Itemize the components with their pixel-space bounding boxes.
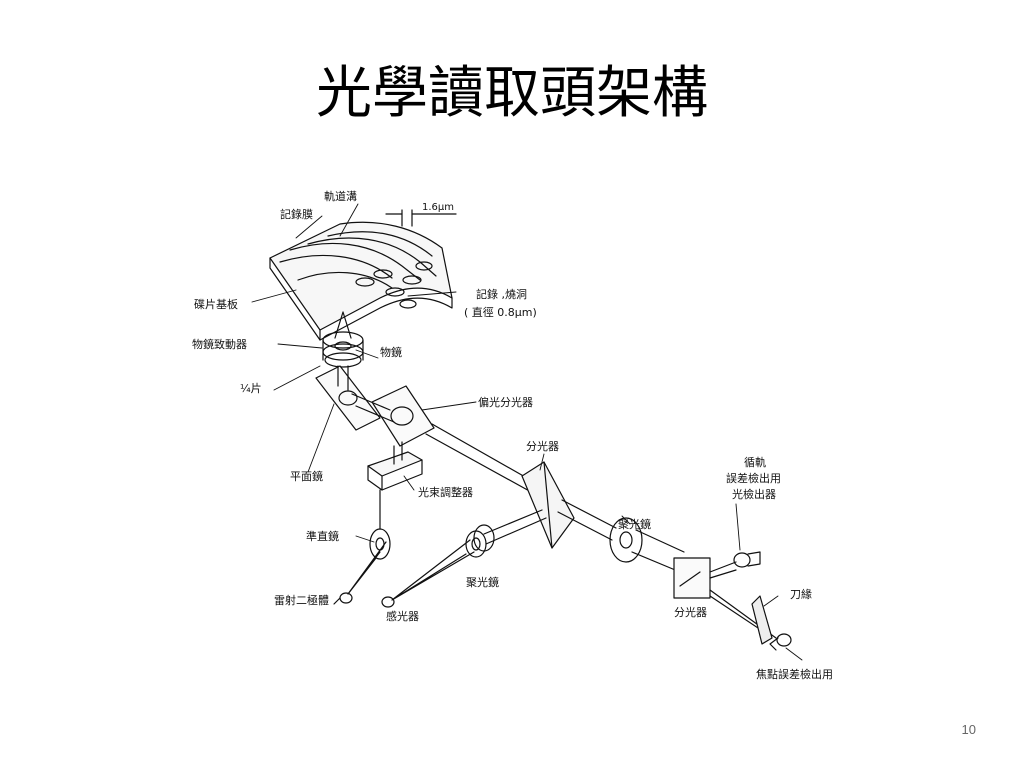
condenser-lens-right-shape: [609, 517, 643, 563]
beam-splitter-shape: [521, 461, 575, 549]
label-collimator-lens: 準直鏡: [306, 529, 339, 543]
label-condenser-lens-right: 聚光鏡: [618, 517, 651, 531]
condenser-lens-mid-shape: [465, 524, 495, 558]
label-objective-lens: 物鏡: [380, 345, 402, 359]
photodetector-shape: [381, 539, 475, 608]
label-beam-splitter: 分光器: [526, 439, 559, 453]
focus-detector-shape: [769, 633, 792, 651]
label-knife-edge: 刀緣: [790, 588, 812, 601]
label-tracking-line-3: 光檢出器: [732, 487, 776, 501]
diagram-svg: 記錄膜 軌道溝 1.6μm 碟片基板 記錄 ,燒洞 ( 直徑 0.8μm) 物鏡…: [192, 189, 833, 681]
label-flat-mirror: 平面鏡: [290, 469, 323, 483]
label-disc-substrate: 碟片基板: [194, 297, 238, 311]
label-beam-shaper: 光束調整器: [418, 485, 473, 499]
label-tracking-line-2: 誤差檢出用: [726, 471, 781, 485]
label-pit: 記錄 ,燒洞: [476, 287, 527, 301]
label-polarizing-beam-splitter: 偏光分光器: [478, 395, 533, 409]
beam-shaper-shape: [367, 441, 423, 491]
label-objective-actuator: 物鏡致動器: [192, 337, 247, 351]
tracking-detector-shape: [733, 551, 761, 568]
page-number: 10: [961, 722, 976, 737]
slide-title: 光學讀取頭架構: [316, 61, 708, 126]
label-condenser-lens-mid: 聚光鏡: [466, 575, 499, 589]
label-photodetector: 感光器: [386, 609, 419, 623]
flat-mirror-shape: [315, 365, 381, 431]
collimator-lens-shape: [369, 489, 391, 560]
track-pitch-dimension: [385, 209, 457, 227]
leader-lines: [251, 203, 803, 661]
optical-pickup-diagram: 記錄膜 軌道溝 1.6μm 碟片基板 記錄 ,燒洞 ( 直徑 0.8μm) 物鏡…: [180, 180, 860, 690]
label-laser-diode: 雷射二極體: [274, 593, 329, 607]
label-quarter-wave-plate: ¼片: [240, 382, 262, 395]
label-track-groove: 軌道溝: [324, 189, 357, 203]
label-recording-layer: 記錄膜: [280, 207, 313, 221]
label-splitter-box: 分光器: [674, 605, 707, 619]
splitter-box-shape: [673, 557, 711, 599]
label-tracking-line-1: 循軌: [744, 455, 766, 469]
polarizing-beam-splitter-shape: [371, 385, 435, 447]
laser-diode-shape: [333, 541, 387, 605]
objective-actuator-shape: [322, 311, 364, 368]
label-pit-diameter: ( 直徑 0.8μm): [464, 305, 537, 319]
disc-substrate-shape: [269, 221, 453, 341]
knife-edge-shape: [751, 595, 773, 645]
label-track-pitch: 1.6μm: [422, 202, 454, 213]
label-focus-error-detector: 焦點誤差檢出用: [756, 667, 833, 681]
